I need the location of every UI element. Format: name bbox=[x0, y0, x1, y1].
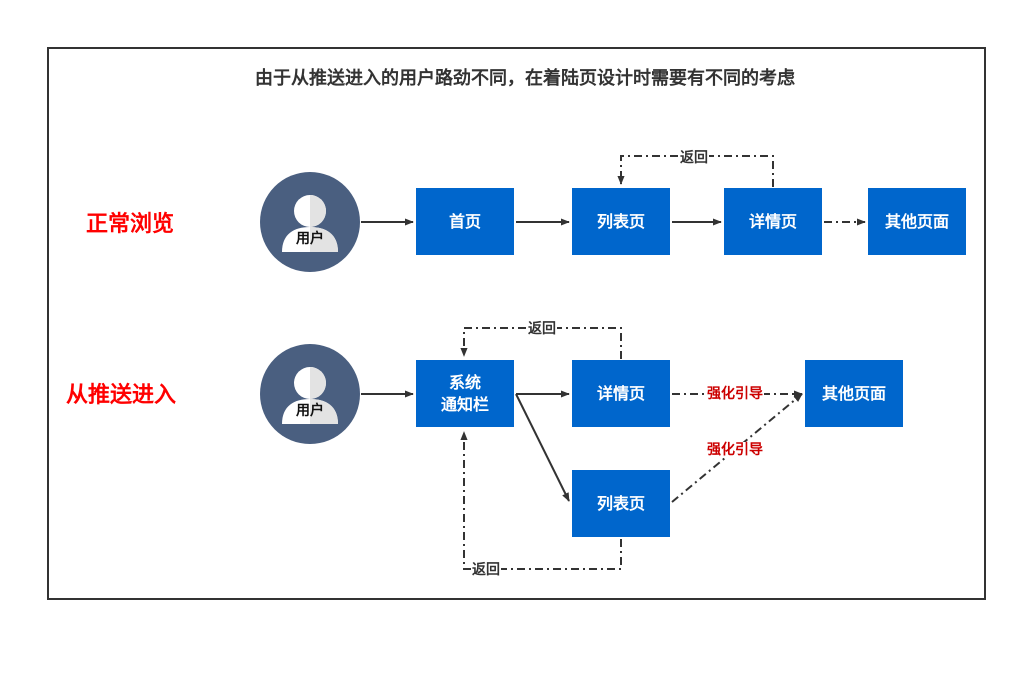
row-label-normal: 正常浏览 bbox=[86, 212, 175, 237]
user-label: 用户 bbox=[296, 231, 324, 247]
edge-label-back-2: 返回 bbox=[527, 321, 557, 337]
node-other: 其他页面 bbox=[868, 188, 966, 255]
node-other-push: 其他页面 bbox=[805, 360, 903, 427]
node-other-push-label: 其他页面 bbox=[821, 383, 886, 403]
row-label-push: 从推送进入 bbox=[66, 383, 177, 408]
edge-label-back-1: 返回 bbox=[679, 150, 709, 166]
user-label: 用户 bbox=[296, 403, 324, 419]
user-icon bbox=[282, 367, 338, 424]
edge-list-back-notify bbox=[460, 431, 622, 570]
node-list: 列表页 bbox=[572, 188, 670, 255]
diagram-frame bbox=[47, 47, 986, 600]
node-notify: 系统 通知栏 bbox=[416, 360, 514, 427]
node-detail-push: 详情页 bbox=[572, 360, 670, 427]
edge-notify-list bbox=[515, 393, 570, 502]
edge-label-guide-1: 强化引导 bbox=[706, 386, 764, 402]
node-notify-label-line2: 通知栏 bbox=[440, 394, 489, 414]
edge-label-back-3: 返回 bbox=[471, 562, 501, 578]
node-detail-push-label: 详情页 bbox=[596, 383, 645, 403]
diagram-title: 由于从推送进入的用户路劲不同，在着陆页设计时需要有不同的考虑 bbox=[255, 68, 795, 89]
user-avatar-normal: 用户 bbox=[260, 172, 360, 272]
node-detail-label: 详情页 bbox=[748, 211, 797, 231]
node-list-label: 列表页 bbox=[596, 211, 645, 231]
node-list-push-label: 列表页 bbox=[596, 493, 645, 513]
node-notify-label-line1: 系统 bbox=[448, 372, 481, 392]
user-icon bbox=[282, 195, 338, 252]
edge-label-guide-2: 强化引导 bbox=[706, 442, 764, 458]
node-detail: 详情页 bbox=[724, 188, 822, 255]
node-home: 首页 bbox=[416, 188, 514, 255]
node-list-push: 列表页 bbox=[572, 470, 670, 537]
user-avatar-push: 用户 bbox=[260, 344, 360, 444]
node-home-label: 首页 bbox=[448, 211, 481, 231]
node-other-label: 其他页面 bbox=[884, 211, 949, 231]
